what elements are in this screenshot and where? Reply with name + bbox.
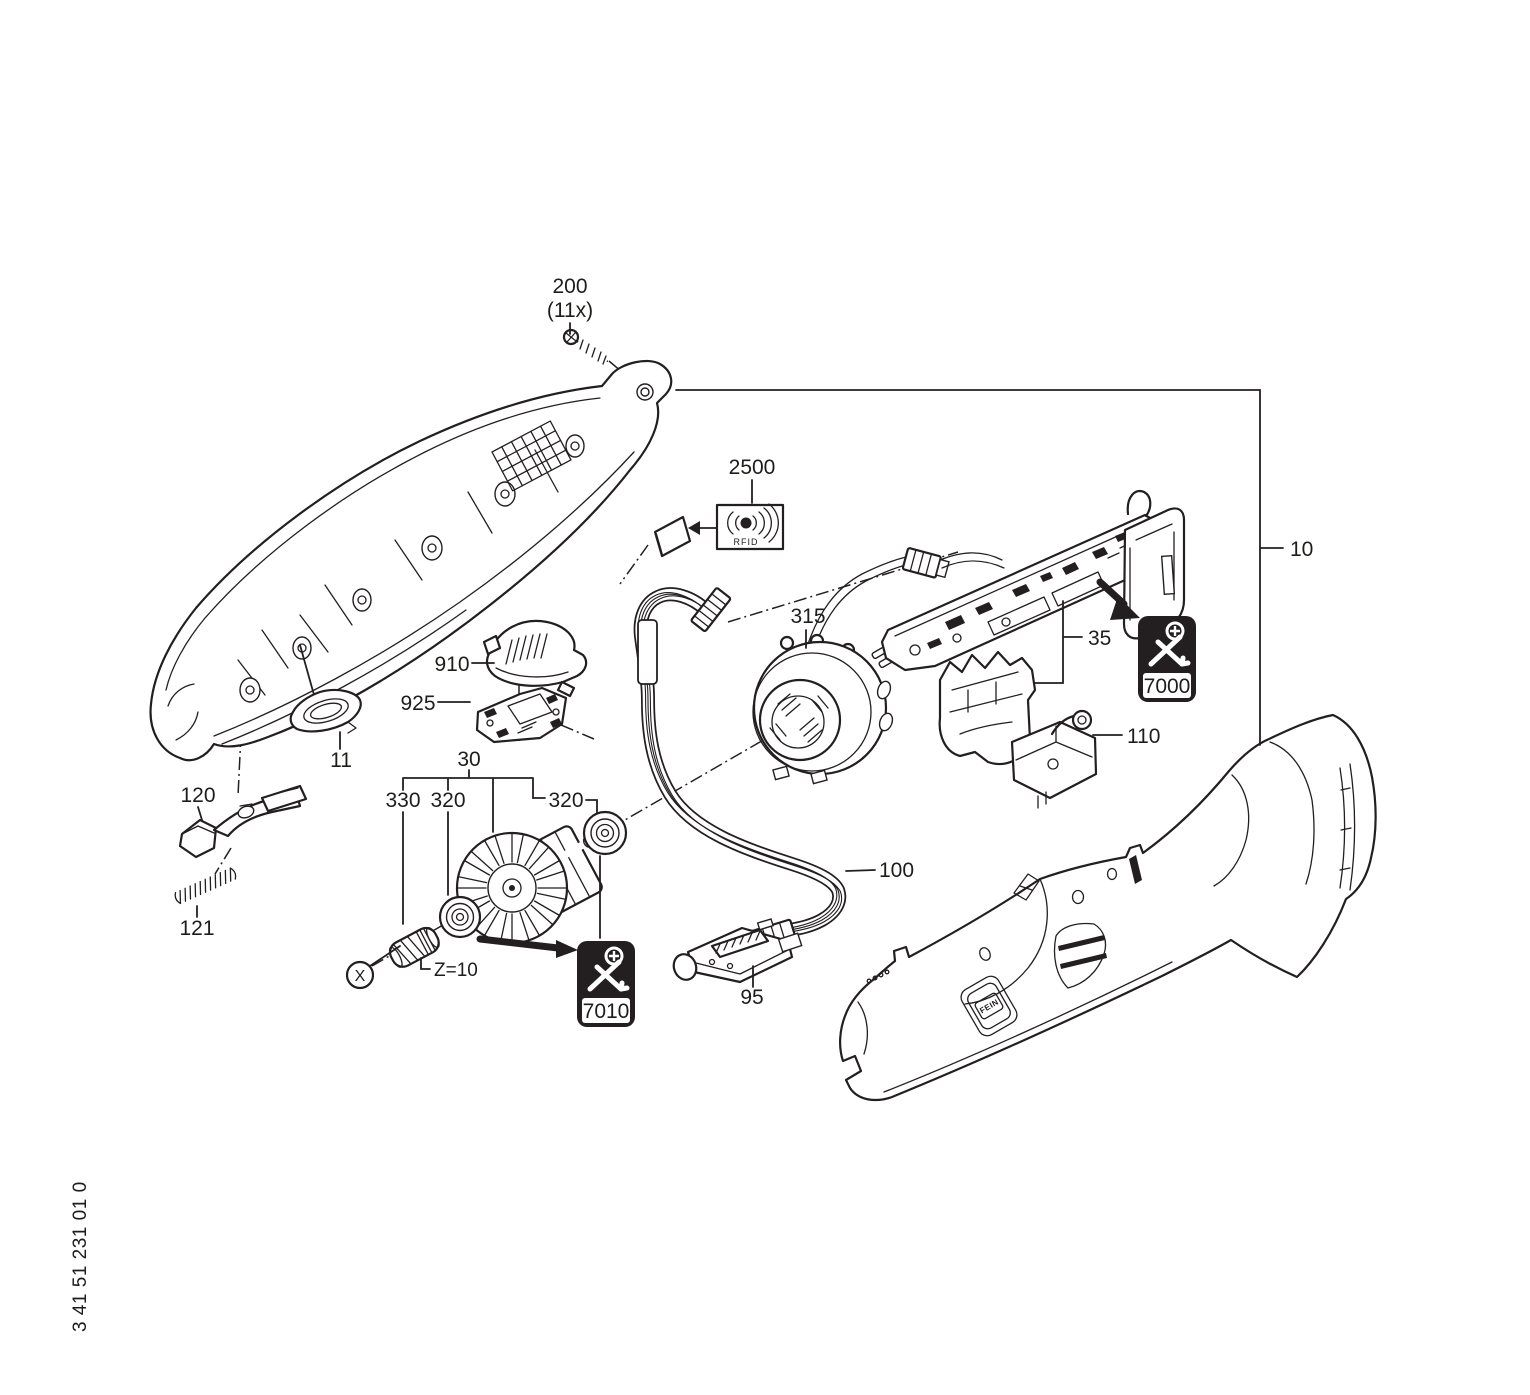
rfid-chip-box: RFID [688, 503, 785, 551]
handle-slot [1129, 855, 1142, 884]
spring [174, 867, 237, 905]
callout-spring: 121 [179, 917, 214, 940]
housing-vent-grid [491, 420, 572, 492]
handle-housing: FEIN [839, 713, 1377, 1102]
callout-holder: 110 [1127, 725, 1160, 748]
switch-cover [482, 619, 588, 698]
electronics-holder-frame [938, 650, 1037, 766]
trigger-switch [672, 926, 803, 984]
callout-rotor-set: 30 [457, 748, 480, 771]
document-code: 3 41 51 231 01 0 [70, 1181, 91, 1332]
rfid-sticker [653, 515, 692, 558]
tools-icon [1148, 634, 1191, 667]
contact-holder [1010, 709, 1098, 809]
callouts: 200 (11x) 2500 10 315 35 110 910 925 11 … [179, 275, 1313, 1009]
callout-cable: 100 [879, 859, 914, 882]
cable-sleeve [637, 619, 658, 685]
smd-components [927, 532, 1128, 649]
service-badge-7010: 7010 [577, 941, 635, 1027]
callout-bearing-front: 320 [430, 789, 465, 812]
callout-button: 11 [330, 749, 352, 772]
rfid-signal-icon [727, 503, 779, 543]
stator-wires [805, 556, 907, 653]
callout-screw: 200 [552, 275, 587, 298]
lock-lever [178, 784, 308, 859]
handle-vent [1053, 922, 1107, 989]
control-pcb [475, 686, 568, 744]
plus-icon [1165, 621, 1185, 641]
callout-switch-cover: 910 [434, 653, 469, 676]
motor-housing-half [149, 359, 673, 762]
callout-stator: 315 [790, 605, 825, 628]
bearing-rear [582, 810, 628, 856]
housing-screw [562, 328, 609, 365]
callout-pcb: 925 [400, 692, 435, 715]
service-badge-7000: 7000 [1138, 616, 1196, 702]
rotor-assembly [388, 810, 628, 968]
callout-pinion: 330 [385, 789, 420, 812]
callout-screw-qty: (11x) [547, 299, 593, 322]
callout-electronics-set: 35 [1088, 627, 1111, 650]
callout-gear-teeth: Z=10 [434, 960, 478, 981]
service-number-7000: 7000 [1144, 675, 1191, 698]
cable-connector-upper [690, 587, 732, 633]
housing-screw-bosses [239, 434, 585, 703]
stator-wire-connector [901, 547, 950, 579]
electronics-module [871, 489, 1186, 672]
stator-windings [769, 693, 829, 743]
ribbon-cable [633, 587, 847, 954]
switch-plunger [672, 953, 698, 981]
callout-rfid: 2500 [729, 456, 776, 479]
callout-variant-marker: X [355, 968, 366, 985]
slide-button [289, 688, 362, 734]
callout-lever: 120 [180, 784, 215, 807]
callout-assembly: 10 [1290, 538, 1313, 561]
rfid-arrow-icon [688, 521, 700, 535]
stator [752, 547, 1005, 785]
tools-icon [587, 959, 630, 992]
callout-bearing-rear: 320 [548, 789, 583, 812]
rfid-chip-text: RFID [734, 537, 759, 547]
plus-icon [604, 946, 624, 966]
connector-leads [939, 552, 1005, 569]
callout-switch: 95 [740, 986, 763, 1009]
bearing-front [438, 895, 482, 939]
service-number-7010: 7010 [583, 1000, 630, 1023]
rfid-dot-icon [740, 517, 752, 529]
